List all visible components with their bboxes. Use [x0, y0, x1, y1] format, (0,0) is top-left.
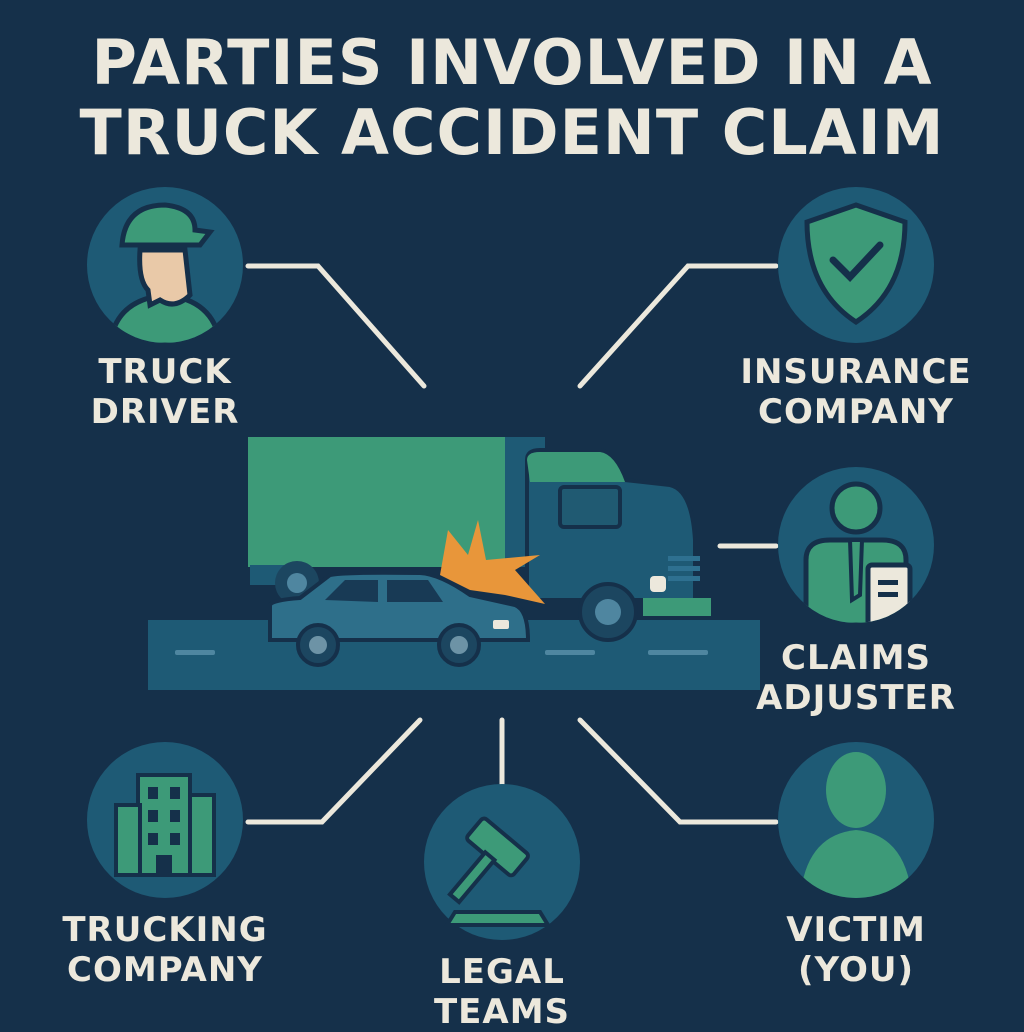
- label-line: ADJUSTER: [756, 678, 956, 718]
- gavel-icon: [424, 784, 580, 940]
- label-line: VICTIM: [786, 910, 926, 950]
- connector-victim: [577, 717, 779, 825]
- label-line: COMPANY: [67, 950, 263, 990]
- label-claims-adjuster: CLAIMS ADJUSTER: [726, 638, 986, 718]
- label-line: CLAIMS: [781, 638, 931, 678]
- label-line: TRUCKING: [62, 910, 268, 950]
- connector-lines: [245, 263, 779, 825]
- label-line: DRIVER: [90, 392, 240, 432]
- label-line: COMPANY: [758, 392, 954, 432]
- shield-check-icon: [778, 187, 934, 343]
- building-icon: [87, 742, 243, 898]
- label-line: TRUCK: [98, 352, 232, 392]
- connector-trucking-company: [245, 717, 423, 825]
- label-truck-driver: TRUCK DRIVER: [35, 352, 295, 432]
- connector-insurance: [577, 263, 779, 389]
- car: [268, 570, 531, 642]
- label-insurance-company: INSURANCE COMPANY: [726, 352, 986, 432]
- page-title: PARTIES INVOLVED IN A TRUCK ACCIDENT CLA…: [0, 28, 1024, 168]
- connector-truck-driver: [245, 263, 427, 389]
- label-line: TEAMS: [433, 992, 571, 1032]
- adjuster-icon: [778, 467, 934, 623]
- label-victim: VICTIM (YOU): [726, 910, 986, 990]
- title-line-1: PARTIES INVOLVED IN A: [91, 26, 933, 99]
- title-line-2: TRUCK ACCIDENT CLAIM: [79, 96, 945, 169]
- label-line: INSURANCE: [740, 352, 972, 392]
- truck-trailer: [248, 437, 536, 567]
- label-trucking-company: TRUCKING COMPANY: [35, 910, 295, 990]
- impact-burst: [440, 520, 545, 604]
- driver-icon: [87, 187, 243, 343]
- label-legal-teams: LEGAL TEAMS: [372, 952, 632, 1032]
- label-line: (YOU): [798, 950, 914, 990]
- label-line: LEGAL: [439, 952, 565, 992]
- person-icon: [778, 742, 934, 898]
- accident-illustration: [148, 437, 760, 690]
